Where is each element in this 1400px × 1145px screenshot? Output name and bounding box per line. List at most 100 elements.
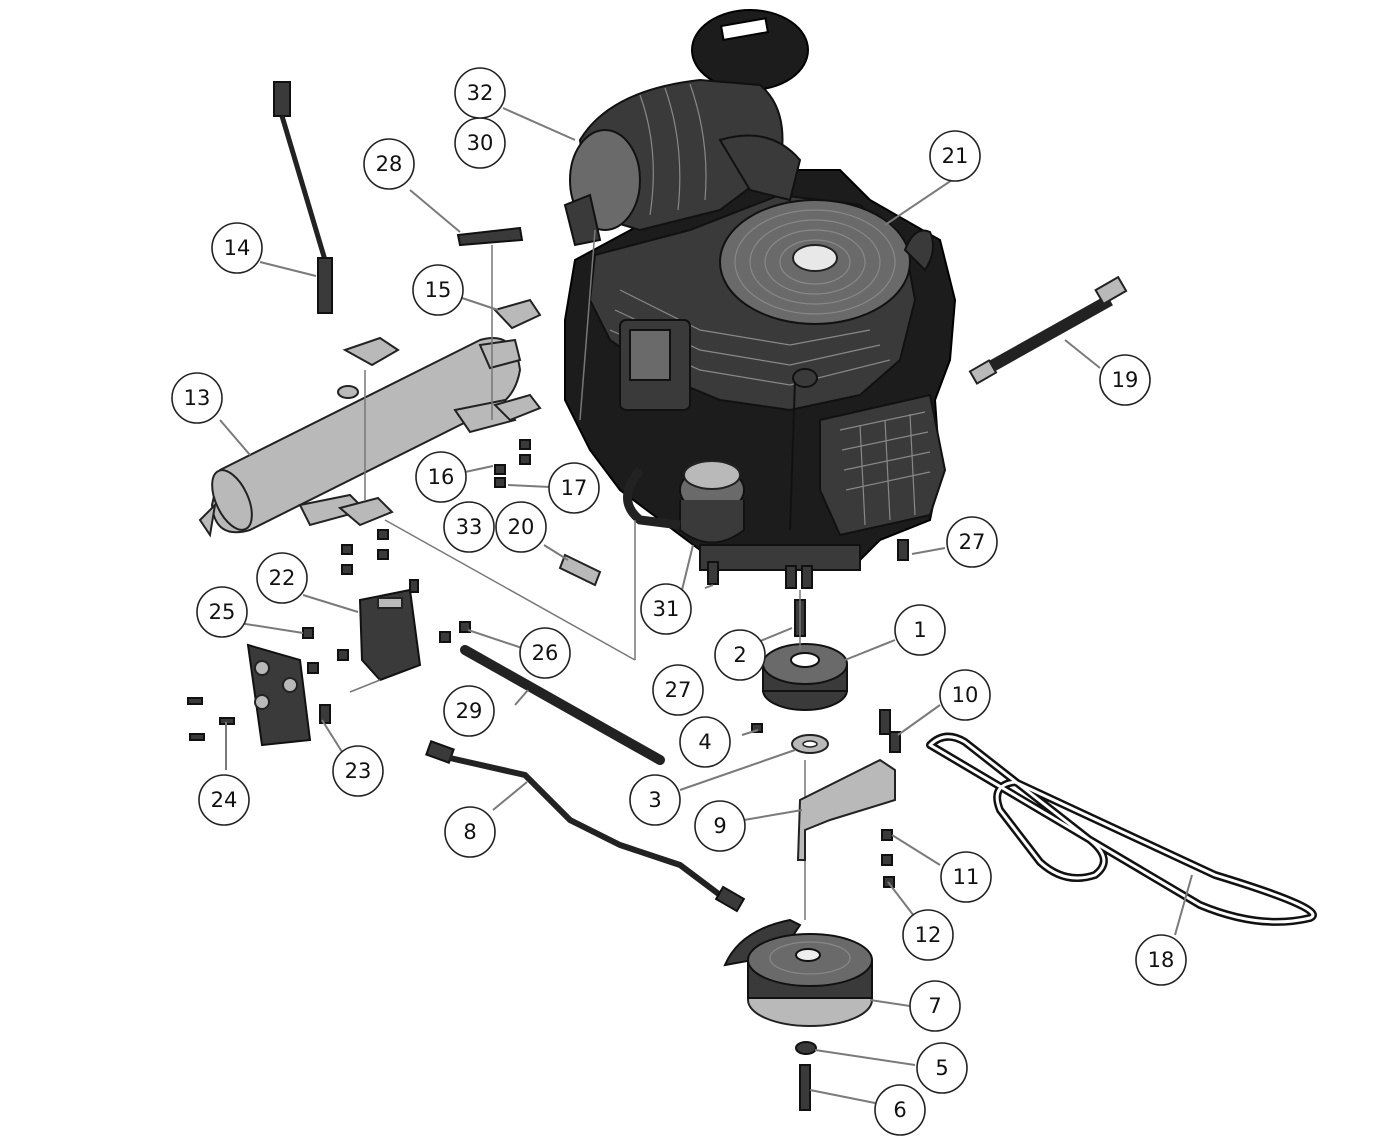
clutch-wire-harness xyxy=(425,740,746,913)
callout-c4: 4 xyxy=(679,716,731,768)
fuel-hose-fitting-top xyxy=(1094,275,1128,306)
breather-tube xyxy=(460,645,665,765)
assembly-guide-lines xyxy=(349,229,801,693)
callout-number: 33 xyxy=(456,515,483,539)
clutch-bore xyxy=(795,948,821,962)
pulley-bore xyxy=(790,652,820,668)
engine-assembly xyxy=(564,169,957,589)
callout-circle xyxy=(363,138,415,190)
callout-number: 13 xyxy=(184,386,211,410)
callout-number: 15 xyxy=(425,278,452,302)
callout-c3: 3 xyxy=(629,774,681,826)
callout-circle xyxy=(443,685,495,737)
callout-number: 32 xyxy=(467,81,494,105)
belt-inner-edge xyxy=(928,735,1315,924)
callout-number: 14 xyxy=(224,236,251,260)
callout-c18: 18 xyxy=(1135,934,1187,986)
fuel-filter xyxy=(558,553,602,587)
muffler-body xyxy=(210,337,522,534)
callout-number: 3 xyxy=(648,788,661,812)
belt-outer xyxy=(926,732,1317,926)
callout-circle xyxy=(640,583,692,635)
muffler-inlet xyxy=(478,338,522,370)
o2-sensor-wire xyxy=(279,115,328,261)
callout-number: 27 xyxy=(665,678,692,702)
air-cleaner-assembly xyxy=(563,9,809,247)
callout-circle xyxy=(548,462,600,514)
fuel-pump xyxy=(358,588,422,682)
callout-circle xyxy=(519,627,571,679)
callout-circle xyxy=(694,800,746,852)
callout-circle xyxy=(679,716,731,768)
flywheel-grill-fins xyxy=(734,209,896,315)
o2-sensor-connector xyxy=(273,81,291,117)
callout-c1: 1 xyxy=(894,604,946,656)
callout-c10: 10 xyxy=(939,669,991,721)
gasket-a xyxy=(342,336,400,367)
fuel-pump-top xyxy=(377,597,403,609)
callout-number: 11 xyxy=(953,865,980,889)
gasket-d xyxy=(337,496,394,527)
callout-circle xyxy=(415,451,467,503)
callout-circle xyxy=(894,604,946,656)
engine-front-plate xyxy=(819,393,947,537)
callout-c8: 8 xyxy=(444,806,496,858)
harness-wire xyxy=(449,755,722,898)
callout-number: 17 xyxy=(561,476,588,500)
callout-c29: 29 xyxy=(443,685,495,737)
spark-plug xyxy=(456,226,524,247)
muffler-end-cap xyxy=(211,469,253,531)
callout-circle xyxy=(929,130,981,182)
callout-circle xyxy=(874,1084,926,1136)
engine-sump xyxy=(699,544,861,571)
callout-c9: 9 xyxy=(694,800,746,852)
air-cleaner-bracket xyxy=(563,193,602,247)
muffler-assembly xyxy=(198,298,542,575)
callout-c19: 19 xyxy=(1099,354,1151,406)
callout-number: 19 xyxy=(1112,368,1139,392)
dipstick-cap xyxy=(792,368,818,388)
callout-c24: 24 xyxy=(198,774,250,826)
callout-number: 9 xyxy=(713,814,726,838)
callout-c23: 23 xyxy=(332,745,384,797)
clutch-bolt-6 xyxy=(799,1064,811,1111)
callout-number: 4 xyxy=(698,730,711,754)
washer-5 xyxy=(795,1041,817,1055)
callout-c20: 20 xyxy=(495,501,547,553)
fuel-hose-assembly xyxy=(968,275,1128,385)
callout-c22: 22 xyxy=(256,552,308,604)
callout-circle xyxy=(495,501,547,553)
callout-number: 28 xyxy=(376,152,403,176)
callout-number: 31 xyxy=(653,597,680,621)
callout-circle xyxy=(714,629,766,681)
callout-circle xyxy=(946,516,998,568)
callout-c31: 31 xyxy=(640,583,692,635)
key-4 xyxy=(751,723,763,733)
engine-bolt-c xyxy=(801,565,813,589)
oil-filter-top xyxy=(683,460,741,490)
electric-pto-clutch xyxy=(723,918,873,1111)
fuel-pump-assembly xyxy=(187,579,471,747)
bracket-bushing-c xyxy=(254,694,270,710)
air-cleaner-cap-handle xyxy=(719,17,770,42)
muffler-boss xyxy=(337,385,359,399)
callout-number: 29 xyxy=(456,699,483,723)
callout-number: 18 xyxy=(1148,948,1175,972)
callout-c30: 30 xyxy=(454,117,506,169)
callout-circle xyxy=(196,586,248,638)
callout-circle xyxy=(629,774,681,826)
fuel-hose xyxy=(982,294,1113,376)
callout-c33: 33 xyxy=(443,501,495,553)
callout-number: 16 xyxy=(428,465,455,489)
callout-circle xyxy=(198,774,250,826)
o2-sensor-body xyxy=(317,257,333,314)
callout-circle xyxy=(211,222,263,274)
callout-c16: 16 xyxy=(415,451,467,503)
callout-c25: 25 xyxy=(196,586,248,638)
air-cleaner-ribs xyxy=(639,83,707,216)
callout-c17: 17 xyxy=(548,462,600,514)
engine-bolt-d xyxy=(897,539,909,561)
fuel-line-loop xyxy=(623,467,681,530)
callout-c14: 14 xyxy=(211,222,263,274)
